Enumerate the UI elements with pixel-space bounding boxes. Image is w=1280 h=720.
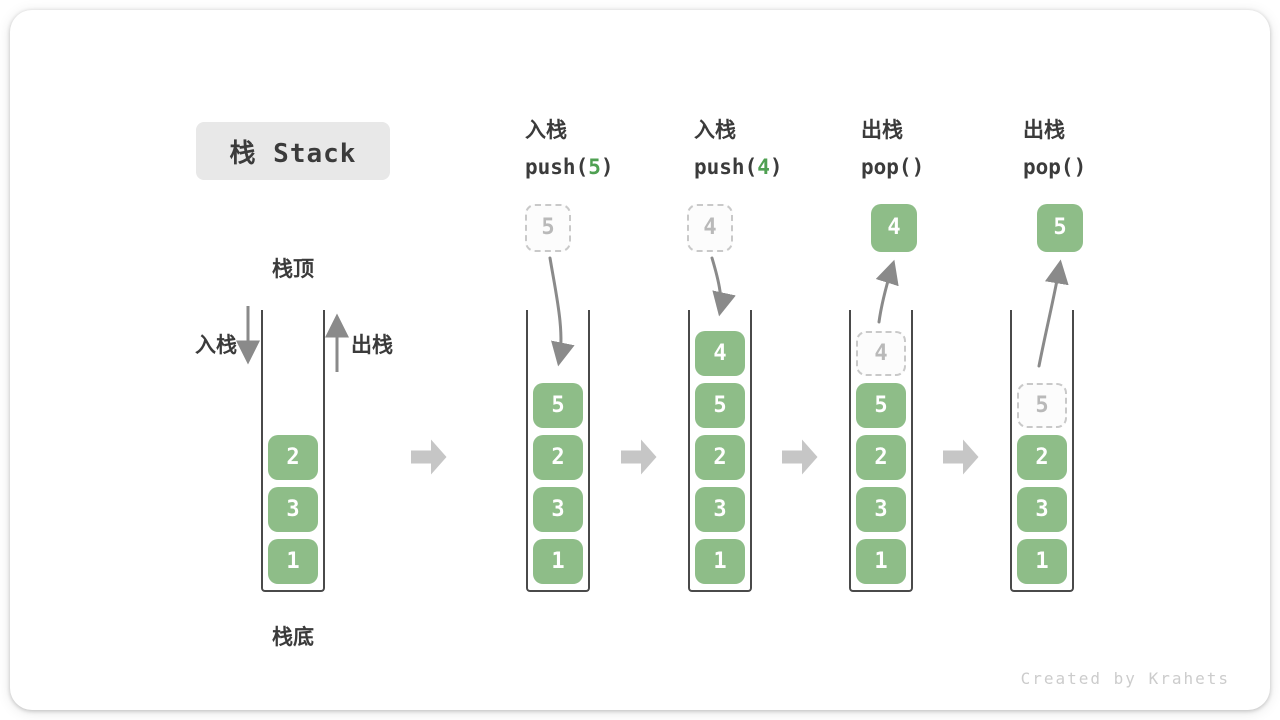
stack-cell: 5 xyxy=(695,383,745,428)
code-pre: pop( xyxy=(861,155,912,179)
op-cn-label: 入栈 xyxy=(525,119,567,142)
op-cn-label: 出栈 xyxy=(861,119,903,142)
next-step-arrow-icon xyxy=(411,439,447,475)
push-direction-label: 入栈 xyxy=(195,334,237,357)
stack-cell: 2 xyxy=(268,435,318,480)
op-code-label: pop() xyxy=(1023,148,1193,186)
pop-direction-label: 出栈 xyxy=(351,334,393,357)
code-post: ) xyxy=(911,155,925,179)
stack-cell: 2 xyxy=(856,435,906,480)
code-post: ) xyxy=(769,155,783,179)
next-step-arrow-icon xyxy=(782,439,818,475)
code-post: ) xyxy=(600,155,614,179)
op-cn-label: 入栈 xyxy=(694,119,736,142)
stack-cell: 5 xyxy=(533,383,583,428)
next-step-arrow-icon xyxy=(621,439,657,475)
stack-cell: 1 xyxy=(533,539,583,584)
diagram-card: 栈 Stack 栈顶 栈底 入栈 出栈 入栈 push(5) 入栈 push(4… xyxy=(10,10,1270,710)
stack-cell: 3 xyxy=(533,487,583,532)
page-title: 栈 Stack xyxy=(229,138,357,169)
stack-cell: 3 xyxy=(268,487,318,532)
stack-cell: 2 xyxy=(695,435,745,480)
floating-cell-dashed: 4 xyxy=(687,204,733,252)
code-pre: pop( xyxy=(1023,155,1074,179)
code-pre: push( xyxy=(694,155,758,179)
title-badge: 栈 Stack xyxy=(196,122,390,180)
floating-cell-solid: 4 xyxy=(871,204,917,252)
stack-cell: 3 xyxy=(695,487,745,532)
op-header-push-5: 入栈 push(5) xyxy=(525,114,695,186)
floating-cell-solid: 5 xyxy=(1037,204,1083,252)
stack-cell: 5 xyxy=(856,383,906,428)
code-post: ) xyxy=(1073,155,1087,179)
stack-cell-ghost: 4 xyxy=(856,331,906,376)
op-cn-label: 出栈 xyxy=(1023,119,1065,142)
code-arg: 5 xyxy=(588,155,601,179)
watermark-credit: Created by Krahets xyxy=(1020,669,1230,688)
stack-cell: 3 xyxy=(1017,487,1067,532)
op-code-label: push(4) xyxy=(694,148,864,186)
op-code-label: pop() xyxy=(861,148,1031,186)
stack-top-label: 栈顶 xyxy=(272,258,314,281)
stack-bottom-label: 栈底 xyxy=(272,626,314,649)
stack-cell: 2 xyxy=(1017,435,1067,480)
floating-cell-dashed: 5 xyxy=(525,204,571,252)
op-header-pop-5: 出栈 pop() xyxy=(1023,114,1193,186)
op-header-pop-4: 出栈 pop() xyxy=(861,114,1031,186)
stack-cell: 1 xyxy=(856,539,906,584)
stack-cell: 1 xyxy=(268,539,318,584)
stack-cell: 1 xyxy=(1017,539,1067,584)
stack-cell: 3 xyxy=(856,487,906,532)
next-step-arrow-icon xyxy=(943,439,979,475)
stack-cell: 2 xyxy=(533,435,583,480)
stack-cell-ghost: 5 xyxy=(1017,383,1067,428)
push-curve-arrow-icon xyxy=(710,256,736,317)
stack-cell: 1 xyxy=(695,539,745,584)
op-header-push-4: 入栈 push(4) xyxy=(694,114,864,186)
code-arg: 4 xyxy=(757,155,770,179)
code-pre: push( xyxy=(525,155,589,179)
op-code-label: push(5) xyxy=(525,148,695,186)
stack-cell: 4 xyxy=(695,331,745,376)
